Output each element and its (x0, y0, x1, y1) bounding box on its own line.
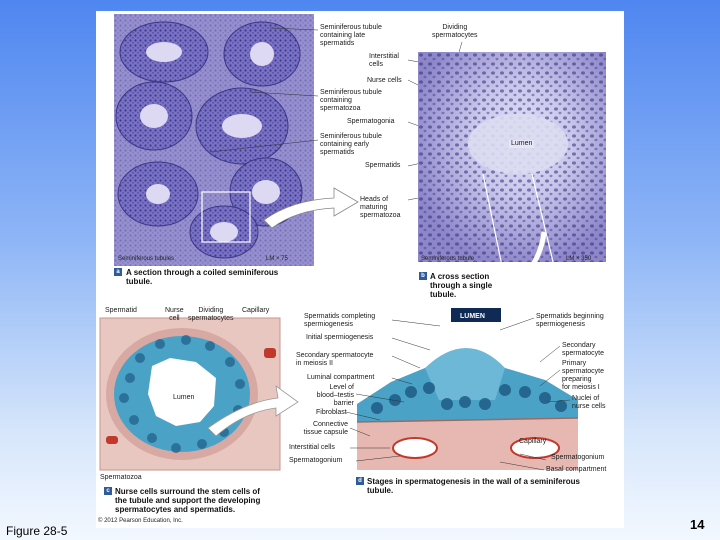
copyright-notice: © 2012 Pearson Education, Inc. (98, 518, 183, 524)
label-early-spermatids: Seminiferous tubule containing early spe… (320, 133, 382, 156)
figure-label: Figure 28-5 (6, 524, 68, 538)
label-spermatids-beginning: Spermatids beginning spermiogenesis (536, 313, 604, 328)
panel-c-lumen: Lumen (173, 394, 195, 401)
label-late-spermatids: Seminiferous tubule containing late sper… (320, 24, 382, 47)
panel-a-caption: A section through a coiled seminiferous … (126, 268, 279, 286)
label-tubule-spermatozoa: Seminiferous tubule containing spermatoz… (320, 89, 382, 112)
label-connective-tissue-capsule: Connective tissue capsule (303, 421, 348, 436)
panel-a-magnification: LM × 75 (266, 256, 288, 262)
label-nurse-cell-c: Nurse cell (165, 307, 184, 322)
leader-lines-d (345, 317, 571, 471)
panel-b-badge: b (419, 272, 427, 280)
panel-b-lumen: Lumen (509, 140, 535, 148)
label-secondary-spermatocyte: Secondary spermatocyte (562, 342, 605, 357)
label-spermatozoa-c: Spermatozoa (100, 474, 142, 481)
label-spermatids-completing: Spermatids completing spermiogenesis (304, 313, 376, 328)
panel-b-caption: A cross section through a single tubule. (430, 272, 493, 299)
label-spermatogonium-left: Spermatogonium (289, 457, 343, 464)
label-secondary-spermatocyte-meiosis: Secondary spermatocyte in meiosis II (296, 352, 374, 367)
label-dividing-spermatocytes-b: Dividing spermatocytes (432, 24, 478, 39)
panel-b-image-label: Seminiferous tubule (421, 256, 475, 262)
panel-d-badge: d (356, 477, 364, 485)
label-capillary-d: Capillary (519, 438, 547, 445)
panel-b-magnification: LM × 350 (566, 256, 592, 262)
label-luminal-compartment: Luminal compartment (307, 374, 375, 381)
label-primary-spermatocyte: Primary spermatocyte preparing for meios… (562, 360, 605, 391)
label-spermatogonia: Spermatogonia (347, 118, 395, 125)
micrograph-cross-section (418, 52, 606, 262)
spermatogenesis-wall-diagram (356, 308, 579, 470)
zoom-arrow-a-to-b (263, 187, 359, 229)
leader-lines-top (209, 27, 501, 201)
label-nurse-cells: Nurse cells (367, 77, 402, 84)
label-spermatids: Spermatids (365, 162, 401, 169)
label-nurse-cell-nuclei: Nuclei of nurse cells (572, 395, 606, 410)
label-fibroblast: Fibroblast (316, 409, 347, 416)
page-number: 14 (690, 517, 705, 532)
label-interstitial-cells-d: Interstitial cells (289, 444, 335, 451)
panel-c-badge: c (104, 487, 112, 495)
zoom-arrow-c-to-d (207, 385, 299, 437)
label-heads-spermatozoa: Heads of maturing spermatozoa (360, 196, 401, 219)
label-basal-compartment: Basal compartment (546, 466, 607, 473)
panel-d-caption: Stages in spermatogenesis in the wall of… (367, 477, 580, 495)
label-spermatogonium-right: Spermatogonium (551, 454, 605, 461)
panel-d-lumen: LUMEN (460, 313, 485, 320)
label-spermatid-c: Spermatid (105, 307, 137, 314)
label-blood-testis-barrier: Level of blood–testis barrier (316, 384, 354, 407)
panel-c-caption: Nurse cells surround the stem cells of t… (115, 487, 261, 514)
micrograph-tubules (114, 14, 314, 266)
label-capillary-c: Capillary (242, 307, 270, 314)
panel-a-badge: a (114, 268, 122, 276)
projection-lines-b (482, 173, 555, 308)
label-dividing-spermatocytes-c: Dividing spermatocytes (188, 307, 234, 322)
panel-a-image-label: Seminiferous tubules (118, 256, 175, 262)
label-interstitial-cells: Interstitial cells (369, 53, 399, 68)
label-initial-spermiogenesis: Initial spermiogenesis (306, 334, 374, 341)
